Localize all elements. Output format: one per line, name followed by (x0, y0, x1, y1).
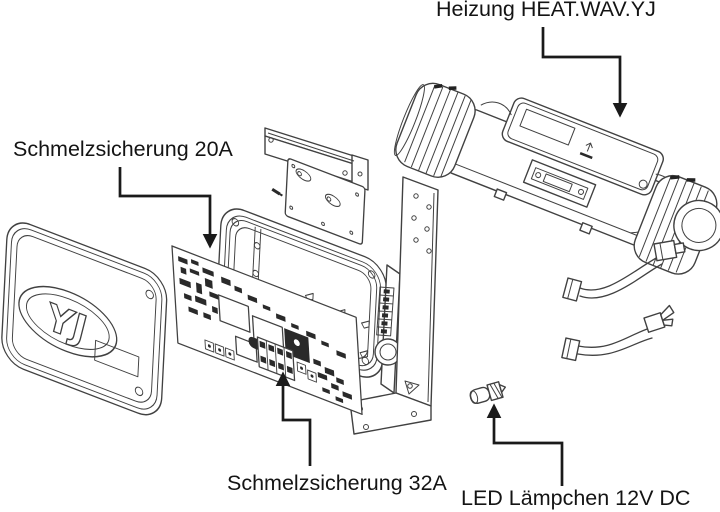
led-label: LED Lämpchen 12V DC (461, 486, 691, 510)
heater-housing (480, 97, 677, 234)
heater-unit (393, 82, 720, 275)
fuse20-label: Schmelzsicherung 20A (13, 137, 233, 161)
callout-arrow-led (486, 403, 564, 486)
callout-arrow-fuse32 (275, 371, 312, 466)
mounting-bracket-top (264, 127, 369, 191)
circuit-board (171, 245, 363, 416)
up-arrow-icon (579, 142, 593, 160)
cable-2 (561, 304, 675, 362)
union-nut-icon (393, 82, 476, 178)
cable-1 (562, 239, 686, 302)
heater-bracket (522, 159, 597, 208)
fuse-terminal-block (256, 336, 296, 382)
screw-icon (271, 188, 283, 197)
led-lamp-12v (469, 381, 507, 405)
mounting-plate (271, 158, 366, 245)
heater-label: Heizung HEAT.WAV.YJ (436, 0, 656, 21)
fuse32-label: Schmelzsicherung 32A (227, 471, 447, 495)
mounting-bracket-right (349, 176, 439, 435)
control-box-lid: YJ (1, 222, 168, 416)
callout-arrow-heater (541, 27, 628, 118)
logo-badge (18, 285, 118, 358)
relay-icon (217, 294, 251, 333)
pipe-opening-icon (673, 199, 720, 252)
heater-label-plate (519, 108, 576, 146)
callout-arrow-fuse20 (118, 167, 218, 249)
terminal-row (204, 339, 317, 383)
smd-components (178, 256, 353, 404)
